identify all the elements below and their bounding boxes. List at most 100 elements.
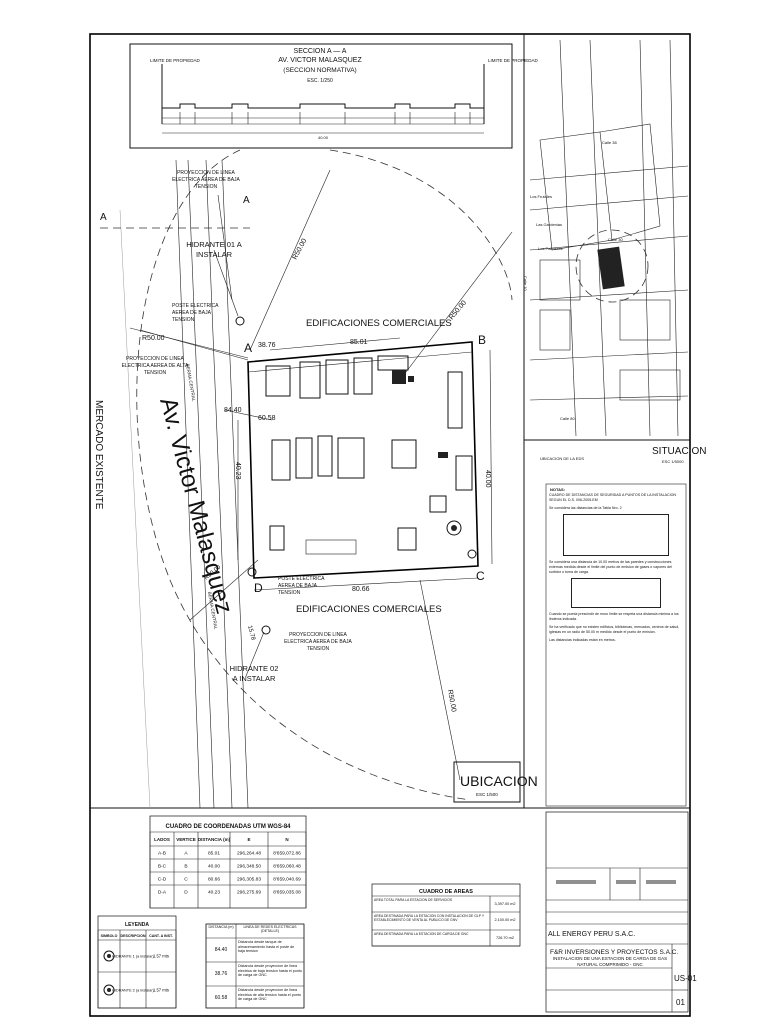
coords-cell: 85.01 (208, 851, 220, 857)
coords-cell: 296,264.48 (237, 851, 261, 857)
street-2: Los Frutales (530, 194, 552, 199)
distances-value: 84.40 (215, 947, 228, 953)
coords-header: DISTANCIA (m) (198, 837, 231, 842)
street-3: Las Gardenias (536, 222, 562, 227)
distances-desc: Distancia desde proyeccion de linea elec… (238, 964, 302, 978)
section-limit-left: LIMITE DE PROPIEDAD (150, 58, 201, 63)
distances-header: LINEA DE REDES ELECTRICAS (DETALLE) (243, 925, 297, 934)
coords-cell: B-C (158, 864, 167, 870)
dim-ab: 85.01 (350, 339, 368, 346)
coords-cell: 8'659,035.08 (273, 890, 301, 896)
area-value: 2,100.00 m2 (494, 918, 515, 922)
site-equipment (235, 316, 477, 635)
street-name: Av. Victor Malasquez (154, 395, 238, 617)
coords-header: E (247, 837, 250, 842)
note-5: Se ha verificado que no existen edificio… (549, 625, 680, 634)
coords-cell: 296,275.69 (237, 890, 261, 896)
note-2: Se considera las distancias de la Tabla … (549, 506, 622, 510)
hydrant-symbol-icon (103, 984, 115, 996)
area-value: 726.70 m2 (496, 936, 514, 940)
section-street: AV. VICTOR MALASQUEZ (278, 57, 362, 64)
coords-cell: A-B (158, 851, 166, 857)
company-name: ALL ENERGY PERU S.A.C. (548, 931, 635, 938)
situacion-label: UBICACION DE LA EDS (540, 456, 584, 461)
dim-3876: 38.76 (258, 342, 276, 349)
commercial-bottom: EDIFICACIONES COMERCIALES (296, 604, 442, 615)
street-6: Calle 10 (523, 276, 528, 291)
notes-heading: NOTAS: (550, 487, 565, 492)
note-6: Las distancias indicadas estan en metros… (549, 638, 616, 642)
section-subtitle: (SECCION NORMATIVA) (283, 67, 356, 74)
vertex-a: A (244, 341, 252, 355)
section-title: SECCION A — A (294, 48, 347, 55)
legend-qty: 1.57 mts (153, 988, 169, 993)
coords-cell: 40.00 (208, 864, 220, 870)
street-4: Los Palmeros (538, 246, 562, 251)
coords-header: LADOS (154, 837, 170, 842)
cut-a-left: A (100, 212, 107, 223)
distances-desc: Distancia desde tanque de almacenamiento… (238, 940, 295, 954)
notes-block: NOTAS: CUADRO DE DISTANCIAS DE SEGURIDAD… (545, 483, 687, 807)
legend-qty: 1.57 mts (153, 954, 169, 959)
notes-text: CUADRO DE DISTANCIAS DE SEGURIDAD A PUNT… (549, 493, 683, 643)
label-post-top: POSTE ELECTRICA AEREA DE BAJA TENSION (172, 303, 219, 323)
coords-cell: 8'659,072.86 (273, 851, 301, 857)
area-value: 3,397.00 m2 (494, 902, 515, 906)
market-label: MERCADO EXISTENTE (93, 400, 104, 510)
label-line-low-bottom: PROYECCION DE LINEA ELECTRICA AEREA DE B… (284, 632, 352, 652)
berm-label-2: BERMA CENTRAL (207, 591, 219, 630)
area-desc: AREA DESTINADA PARA LA ESTACION CON INST… (374, 914, 485, 923)
berm-label: BERMA CENTRAL (185, 363, 197, 402)
radius-3: R50.00 (142, 335, 165, 342)
commercial-top: EDIFICACIONES COMERCIALES (306, 318, 452, 329)
dim-da: 40.23 (234, 462, 241, 480)
coords-title: CUADRO DE COORDENADAS UTM WGS-84 (165, 824, 291, 830)
distances-desc: Distancia desde proyeccion de linea elec… (238, 988, 301, 1002)
coords-table: CUADRO DE COORDENADAS UTM WGS-84 LADOS VE… (149, 815, 307, 909)
coords-cell: 80.66 (208, 877, 220, 883)
sheet-number: 01 (676, 998, 685, 1007)
label-post-bottom: POSTE ELECTRICA AEREA DE BAJA TENSION (278, 576, 325, 596)
ubicacion-box: UBICACION ESC 1/500 (453, 761, 538, 803)
label-hydrant-1: HIDRANTE 01 A INSTALAR (186, 240, 242, 259)
dim-8440: 84.40 (224, 407, 242, 414)
vertex-d: D (254, 581, 263, 595)
vertex-c: C (476, 569, 485, 583)
site-plan: A A (93, 149, 513, 809)
label-line-high: PROYECCION DE LINEA ELECTRICA AEREA DE A… (121, 356, 189, 376)
dim-cd: 80.66 (352, 586, 370, 593)
radius-1: R50.00 (292, 238, 309, 261)
coords-header: VERTICE (176, 837, 196, 842)
legend-desc: HIDRANTE 2 (a instalar) (112, 989, 154, 993)
situacion-title: SITUACION (652, 446, 706, 457)
coords-cell: A (184, 851, 188, 857)
street-5: Calle 30 (608, 237, 623, 242)
coords-cell: C (184, 877, 188, 883)
distances-value: 60.58 (215, 995, 228, 1001)
coords-cell: D-A (158, 890, 167, 896)
coords-cell: 296,305.83 (237, 877, 261, 883)
hydrant-symbol-icon (103, 950, 115, 962)
title-block: ALL ENERGY PERU S.A.C. F&R INVERSIONES Y… (545, 811, 697, 1013)
distances-table: DISTANCIA (m) LINEA DE REDES ELECTRICAS (… (205, 923, 305, 1009)
sheet-border (89, 33, 691, 1017)
note-3: Se considera una distancia de 10.00 metr… (549, 560, 672, 574)
cut-a-right: A (243, 195, 250, 206)
section-a-a: SECCION A — A AV. VICTOR MALASQUEZ (SECC… (129, 43, 539, 149)
legend-header: SIMBOLO (101, 934, 118, 938)
radius-arc (136, 149, 471, 801)
areas-title: CUADRO DE AREAS (419, 889, 473, 895)
radius-5: R50.00 (446, 689, 457, 713)
site-boundary (247, 341, 479, 579)
vertex-b: B (478, 333, 486, 347)
coords-cell: 8'659,040.69 (273, 877, 301, 883)
section-scale: ESC. 1/250 (307, 78, 333, 84)
area-desc: AREA DESTINADA PARA LA ESTACION DE CARGA… (374, 932, 469, 936)
distances-header: DISTANCIA (m) (208, 925, 234, 929)
note-table-2 (571, 578, 661, 608)
coords-header: N (285, 837, 288, 842)
coords-cell: D (184, 890, 188, 896)
ubicacion-title: UBICACION (460, 773, 538, 789)
dim-1578: 15.78 (246, 625, 256, 642)
